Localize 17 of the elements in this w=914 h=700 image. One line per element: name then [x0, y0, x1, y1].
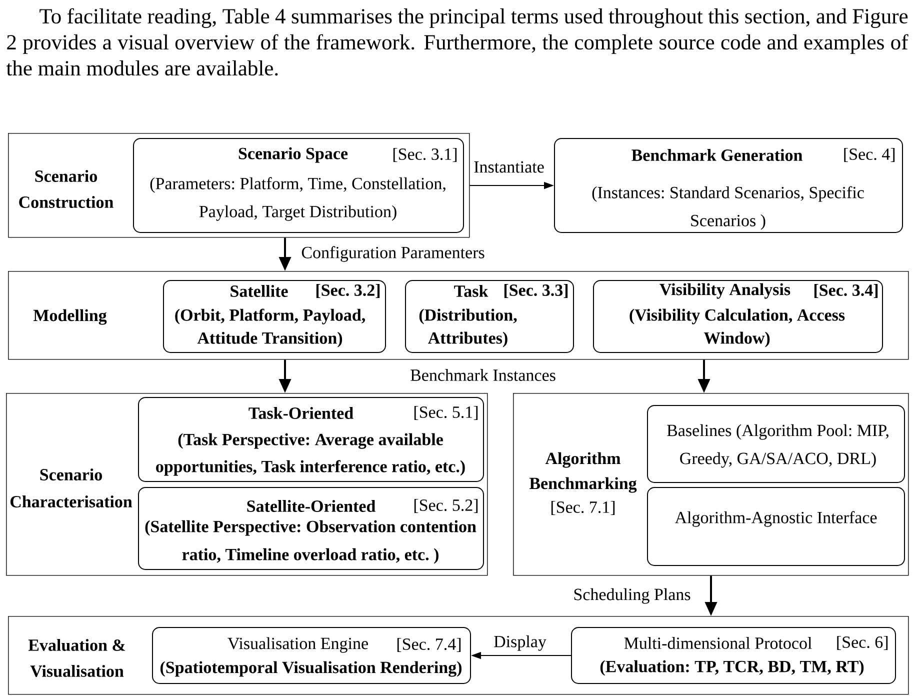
module-box: Scenario Space [Sec. 3.1] (Parameters: Platform, Time, Constellation, Payload, Target Distribution)	[133, 138, 464, 233]
edge-label: Scheduling Plans	[574, 588, 690, 604]
edge-label: Instantiate	[474, 161, 544, 173]
body-text: To facilitate reading, Table 4 summarises the principal terms used throughout this section, and Figure 2 provides a visual overview of the framework. Furthermore, the complete source code and examples of the main modules are available.	[6, 8, 908, 76]
module-box: Satellite [Sec. 3.2] (Orbit, Platform, Payload, Attitude Transition)	[163, 280, 386, 353]
module-box: Baselines (Algorithm Pool: MIP, Greedy, GA/SA/ACO, DRL)	[647, 405, 905, 483]
module-box: Benchmark Generation [Sec. 4] (Instances: Standard Scenarios, Specific Scenarios )	[554, 138, 903, 233]
arrow-label: Benchmark Instances	[410, 369, 556, 381]
module-box: Visualisation Engine [Sec. 7.4] (Spatiotemporal Visualisation Rendering)	[152, 627, 471, 684]
edge-label: Display	[494, 635, 546, 651]
module-box: Task [Sec. 3.3] (Distribution, Attributes)	[405, 280, 574, 353]
module-box: Task-Oriented [Sec. 5.1] (Task Perspective: Average available opportunities, Task interference ratio, etc.)	[138, 397, 484, 482]
module-box: Visibility Analysis [Sec. 3.4] (Visibility Calculation, Access Window)	[593, 280, 883, 353]
module-box: Multi-dimensional Protocol [Sec. 6] (Evaluation: TP, TCR, BD, TM, RT)	[571, 627, 896, 684]
module-box: Algorithm-Agnostic Interface	[647, 487, 905, 566]
module-box: Satellite-Oriented [Sec. 5.2] (Satellite Perspective: Observation contention ratio, Timeline overload ratio, etc. )	[138, 487, 484, 570]
edge-label: Configuration Paramenters	[302, 246, 484, 262]
